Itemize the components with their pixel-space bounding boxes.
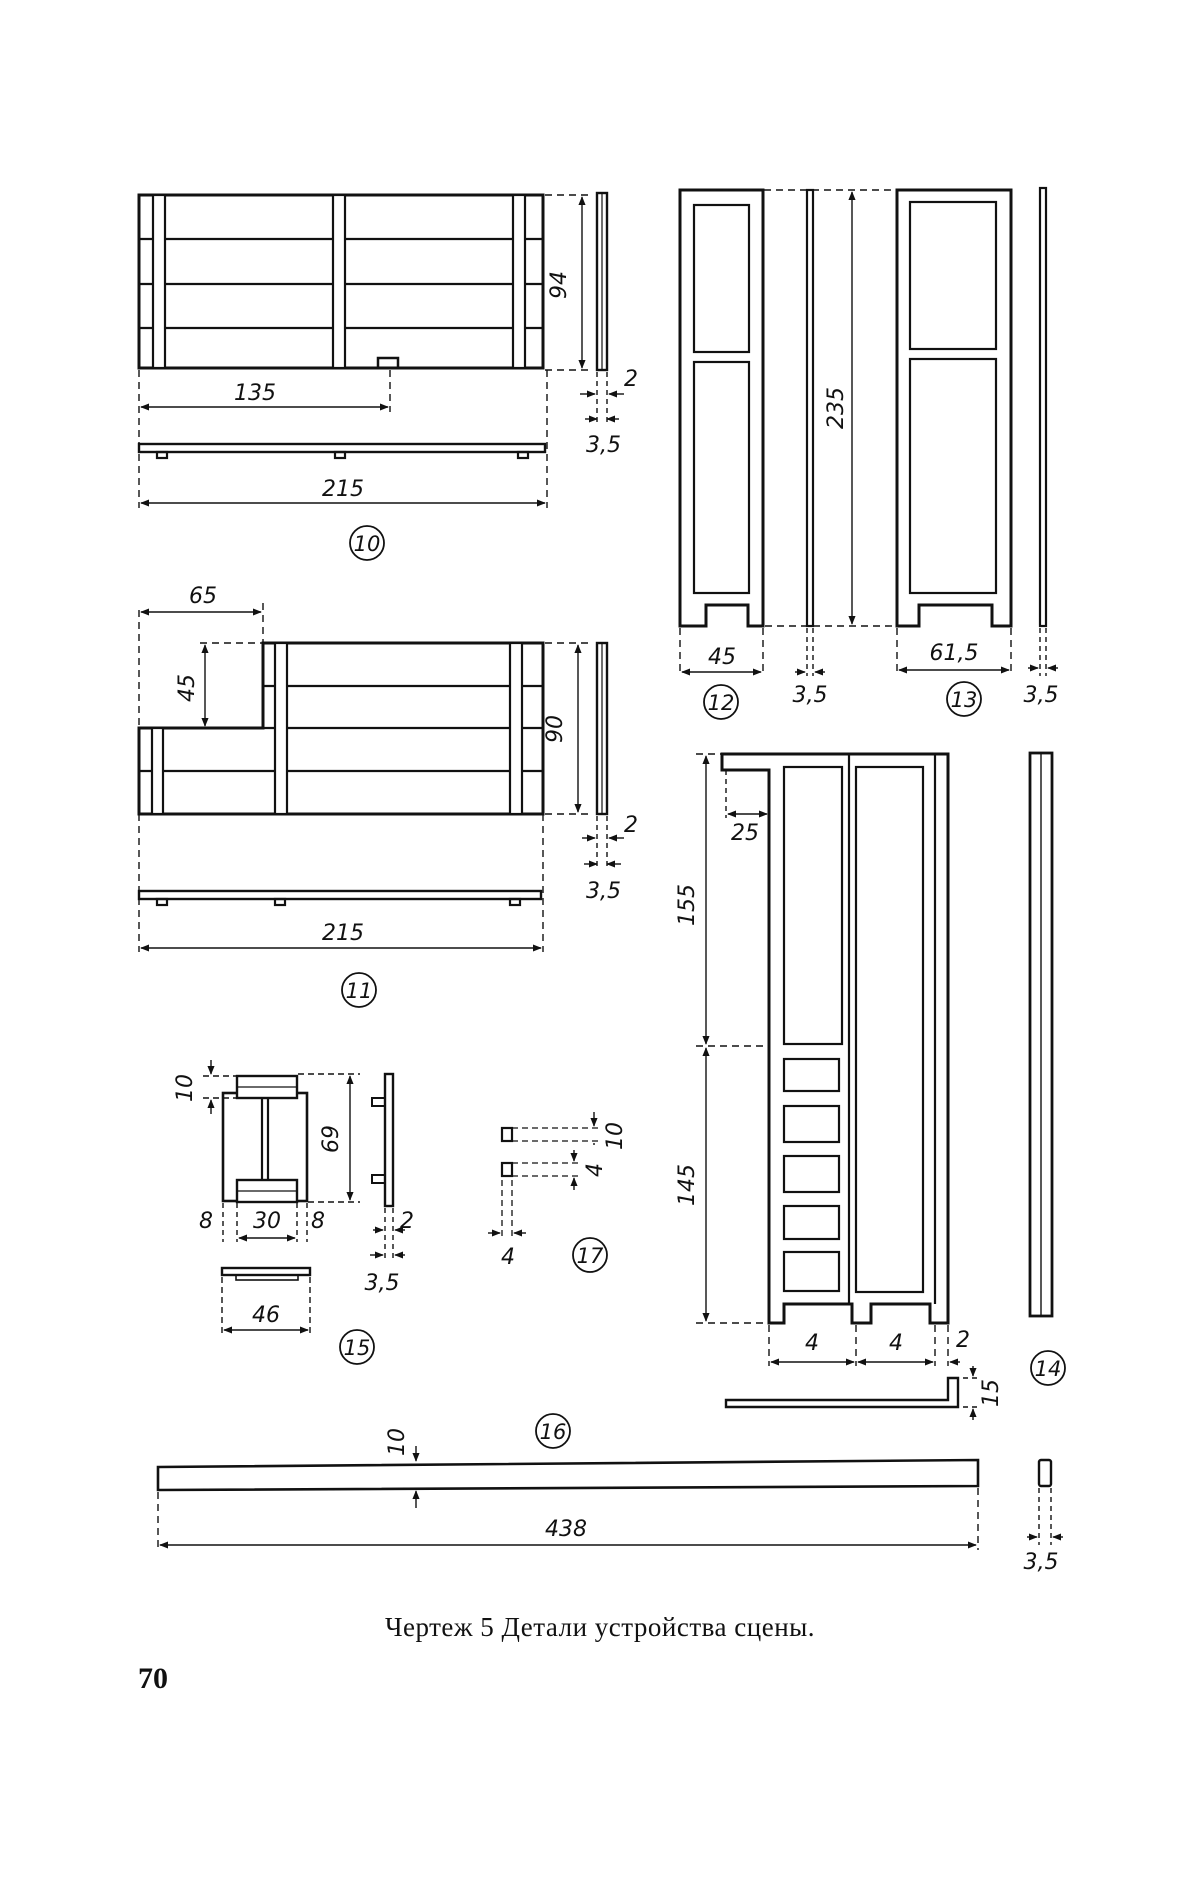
part-16-dimensions <box>157 1446 1063 1550</box>
part-number-15: 15 <box>344 1336 371 1360</box>
dim-15-side-left: 8 <box>199 1209 213 1234</box>
part-number-circles <box>339 525 1066 1449</box>
part-14-front-view <box>720 752 950 1325</box>
dim-15-middle: 30 <box>253 1209 281 1234</box>
part-12-front-view <box>678 188 765 628</box>
part-11-front-view <box>137 641 545 816</box>
dim-10-board: 2 <box>624 367 638 392</box>
dim-14-board: 2 <box>956 1328 970 1353</box>
part-15-side-view <box>371 1072 395 1208</box>
part-11-plan-view <box>137 889 543 907</box>
dim-11-height: 90 <box>543 715 568 743</box>
part-number-labels: 10 11 12 13 14 15 16 17 <box>344 532 1062 1444</box>
dim-13-width: 61,5 <box>930 641 979 666</box>
dim-12-width: 45 <box>708 645 736 670</box>
dim-11-board: 2 <box>624 813 638 838</box>
dim-12-height: 235 <box>824 387 849 429</box>
dim-10-height: 94 <box>547 271 572 299</box>
part-number-12: 12 <box>708 691 735 715</box>
dim-15-side-right: 8 <box>311 1209 325 1234</box>
part-14-side-view <box>1028 751 1054 1318</box>
dim-15-height: 69 <box>319 1125 344 1153</box>
dim-11-thickness: 3,5 <box>586 879 621 904</box>
part-10-front-view <box>137 193 545 370</box>
part-number-17: 17 <box>577 1244 604 1268</box>
part-11-dimensions <box>138 603 624 952</box>
dim-17-height: 10 <box>603 1122 628 1150</box>
part-12-dimensions <box>679 189 895 676</box>
dim-14-top-section: 155 <box>675 884 700 926</box>
dim-14-bay-left: 4 <box>805 1331 819 1356</box>
part-number-14: 14 <box>1035 1357 1062 1381</box>
part-15-dimensions <box>203 1060 405 1335</box>
part-13-side-view <box>1038 186 1048 628</box>
part-16-side-view <box>1037 1458 1053 1488</box>
figure-caption: Чертеж 5 Детали устройства сцены. <box>384 1612 816 1642</box>
dim-16-height: 10 <box>385 1428 410 1456</box>
dim-12-thickness: 3,5 <box>793 683 828 708</box>
dim-11-cutout-width: 65 <box>189 584 217 609</box>
part-10-dimensions <box>138 194 624 508</box>
part-number-13: 13 <box>951 688 978 712</box>
part-17-detail <box>488 1112 600 1238</box>
part-10-side-view <box>595 191 609 372</box>
dim-14-offset: 25 <box>731 821 759 846</box>
part-13-front-view <box>895 188 1013 628</box>
part-15-plan-view <box>220 1266 312 1281</box>
part-11-side-view <box>595 641 609 816</box>
part-10-plan-view <box>137 442 547 460</box>
dimension-labels: 135 215 94 2 3,5 65 45 90 215 2 3,5 235 … <box>173 271 1059 1575</box>
dim-15-top: 10 <box>173 1074 198 1102</box>
part-15-front-view <box>221 1074 309 1204</box>
part-14-dimensions <box>696 753 978 1420</box>
dim-10-length: 215 <box>322 477 364 502</box>
dim-11-length: 215 <box>322 921 364 946</box>
dim-16-thickness: 3,5 <box>1024 1550 1059 1575</box>
dim-17-width: 4 <box>501 1245 515 1270</box>
dim-14-base-height: 15 <box>979 1379 1004 1407</box>
dim-16-length: 438 <box>545 1517 587 1542</box>
part-number-10: 10 <box>354 532 381 556</box>
part-14-plan-view <box>724 1376 960 1409</box>
dim-15-thickness: 3,5 <box>365 1271 400 1296</box>
dim-14-bay-right: 4 <box>889 1331 903 1356</box>
page-number: 70 <box>138 1662 168 1695</box>
dim-15-base-length: 46 <box>252 1303 280 1328</box>
dim-13-thickness: 3,5 <box>1024 683 1059 708</box>
part-13-dimensions <box>896 628 1058 676</box>
dim-15-board: 2 <box>400 1209 414 1234</box>
dim-14-bottom-section: 145 <box>675 1164 700 1206</box>
part-12-side-view <box>805 188 815 628</box>
part-16-front-view <box>156 1458 980 1492</box>
dim-17-gap: 4 <box>583 1163 608 1177</box>
part-number-11: 11 <box>346 979 373 1003</box>
dim-10-thickness: 3,5 <box>586 433 621 458</box>
dim-11-cutout-height: 45 <box>175 674 200 702</box>
dim-10-notch-offset: 135 <box>234 381 276 406</box>
part-number-16: 16 <box>540 1420 567 1444</box>
